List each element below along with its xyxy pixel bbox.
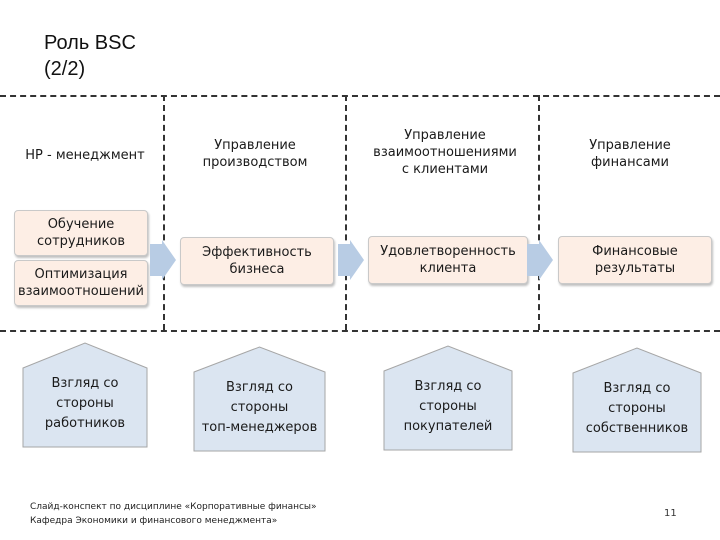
- column-header-hr: HP - менеджмент: [25, 148, 145, 163]
- box-business-efficiency: Эффективность бизнеса: [180, 237, 334, 285]
- right-arrow-icon-2: [338, 240, 364, 280]
- slide-title-line1: Роль BSC: [44, 32, 136, 54]
- house-shape-icon: [572, 347, 702, 453]
- house-shape-icon: [383, 345, 513, 451]
- column-header-clients: Управление взаимоотношениями с клиентами: [373, 128, 517, 177]
- footer-text: Слайд-конспект по дисциплине «Корпоратив…: [30, 502, 317, 526]
- box-financial-results: Финансовые результаты: [558, 236, 712, 284]
- box-employee-training: Обучение сотрудников: [14, 210, 148, 256]
- slide-title-line2: (2/2): [44, 58, 86, 80]
- house-top-managers-view: Взгляд со стороны топ-менеджеров: [193, 346, 326, 452]
- right-arrow-icon-3: [527, 240, 553, 280]
- house-customers-view: Взгляд со стороны покупателей: [383, 345, 513, 451]
- house-owners-view: Взгляд со стороны собственников: [572, 347, 702, 453]
- page-number: 11: [664, 508, 677, 519]
- slide-title: Роль BSC (2/2): [44, 30, 136, 82]
- house-shape-icon: [193, 346, 326, 452]
- column-header-production: Управление производством: [202, 138, 308, 170]
- house-shape-icon: [22, 342, 148, 448]
- box-relations-optimization: Оптимизация взаимоотношений: [14, 260, 148, 306]
- grid-line-col2: [345, 95, 347, 330]
- column-header-finance: Управление финансами: [589, 138, 671, 170]
- grid-line-col3: [538, 95, 540, 330]
- grid-line-bottom: [0, 330, 720, 332]
- house-employees-view: Взгляд со стороны работников: [22, 342, 148, 448]
- grid-line-col1: [163, 95, 165, 330]
- right-arrow-icon-1: [150, 240, 176, 280]
- grid-line-top: [0, 95, 720, 97]
- box-client-satisfaction: Удовлетворенность клиента: [368, 236, 528, 284]
